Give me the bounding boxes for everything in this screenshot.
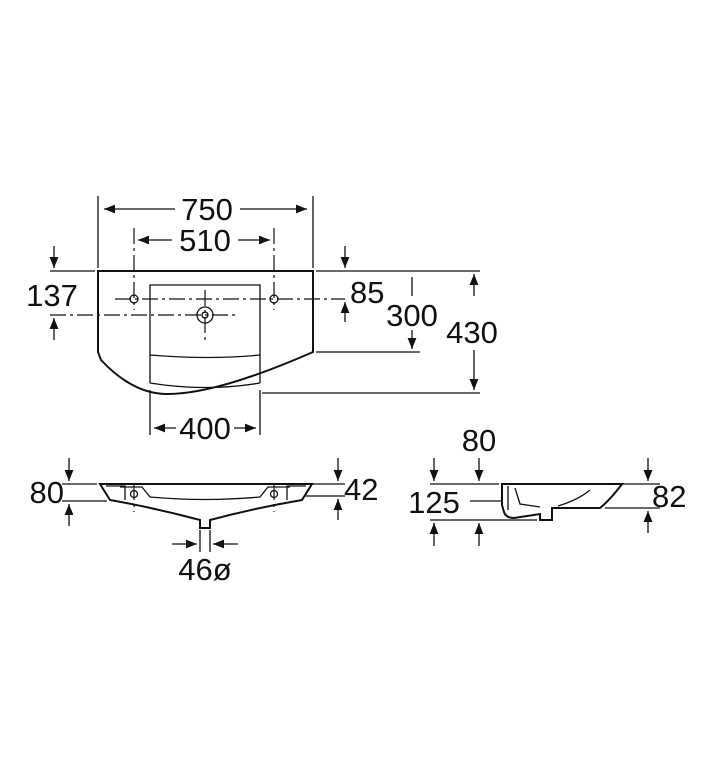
- dim-bowl-width: 400: [179, 411, 231, 446]
- dim-front-height: 82: [652, 479, 686, 514]
- top-view: 750 510 400 137 85 300 430: [26, 192, 498, 446]
- tap-deck-left: [106, 485, 126, 500]
- dim-overall-depth: 430: [446, 315, 498, 350]
- dim-overall-width: 750: [181, 192, 233, 227]
- dim-deck-height: 42: [344, 472, 378, 507]
- bowl-profile-front: [120, 486, 290, 501]
- dim-total-height: 125: [408, 485, 460, 520]
- front-view: 80 42 46ø: [30, 458, 378, 587]
- tap-deck-right: [286, 485, 306, 500]
- dim-rear-to-hole-centre: 137: [26, 278, 78, 313]
- dim-rear-to-bowl: 85: [350, 275, 384, 310]
- dim-top-offset: 80: [462, 423, 496, 458]
- dim-rear-to-bowl-front: 300: [386, 298, 438, 333]
- bowl-profile-side: [514, 487, 591, 508]
- basin-outline-top: [97, 270, 314, 396]
- dim-rim-height: 80: [30, 475, 64, 510]
- bowl-front-curve: [149, 355, 261, 389]
- dim-tap-hole-spacing: 510: [179, 223, 231, 258]
- side-view: 125 80 82: [408, 423, 686, 546]
- basin-outline-side: [501, 483, 625, 521]
- basin-outline-front: [98, 483, 314, 529]
- dim-waste-diameter: 46ø: [178, 552, 231, 587]
